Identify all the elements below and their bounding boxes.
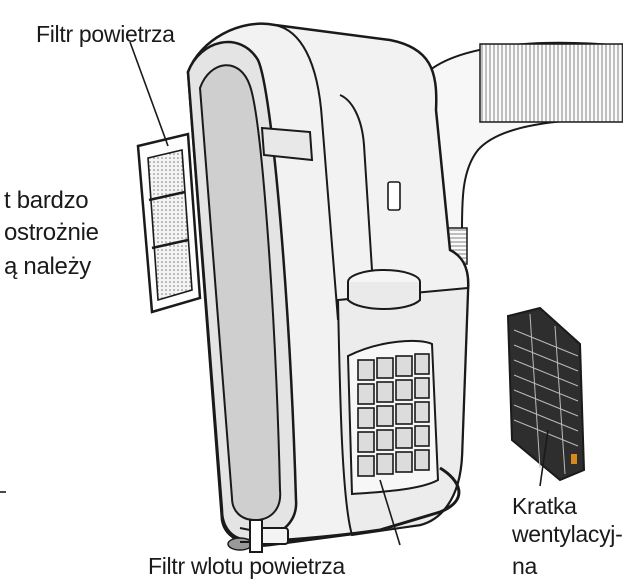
- label-grille-line-2: wentylacyj-: [512, 520, 622, 548]
- side-text-line-2: ostrożnie: [4, 218, 99, 247]
- air-filter-panel: [138, 134, 200, 312]
- label-grille-line-3: na: [512, 552, 537, 580]
- label-grille-line-1: Kratka: [512, 492, 577, 520]
- label-intake-filter: Filtr wlotu powietrza: [148, 552, 345, 580]
- label-air-filter: Filtr powietrza: [36, 20, 175, 48]
- intake-filter-grid: [348, 341, 438, 494]
- side-text-line-3: ą należy: [4, 252, 91, 281]
- side-text-line-1: t bardzo: [4, 186, 88, 215]
- ventilation-grille: [508, 308, 584, 480]
